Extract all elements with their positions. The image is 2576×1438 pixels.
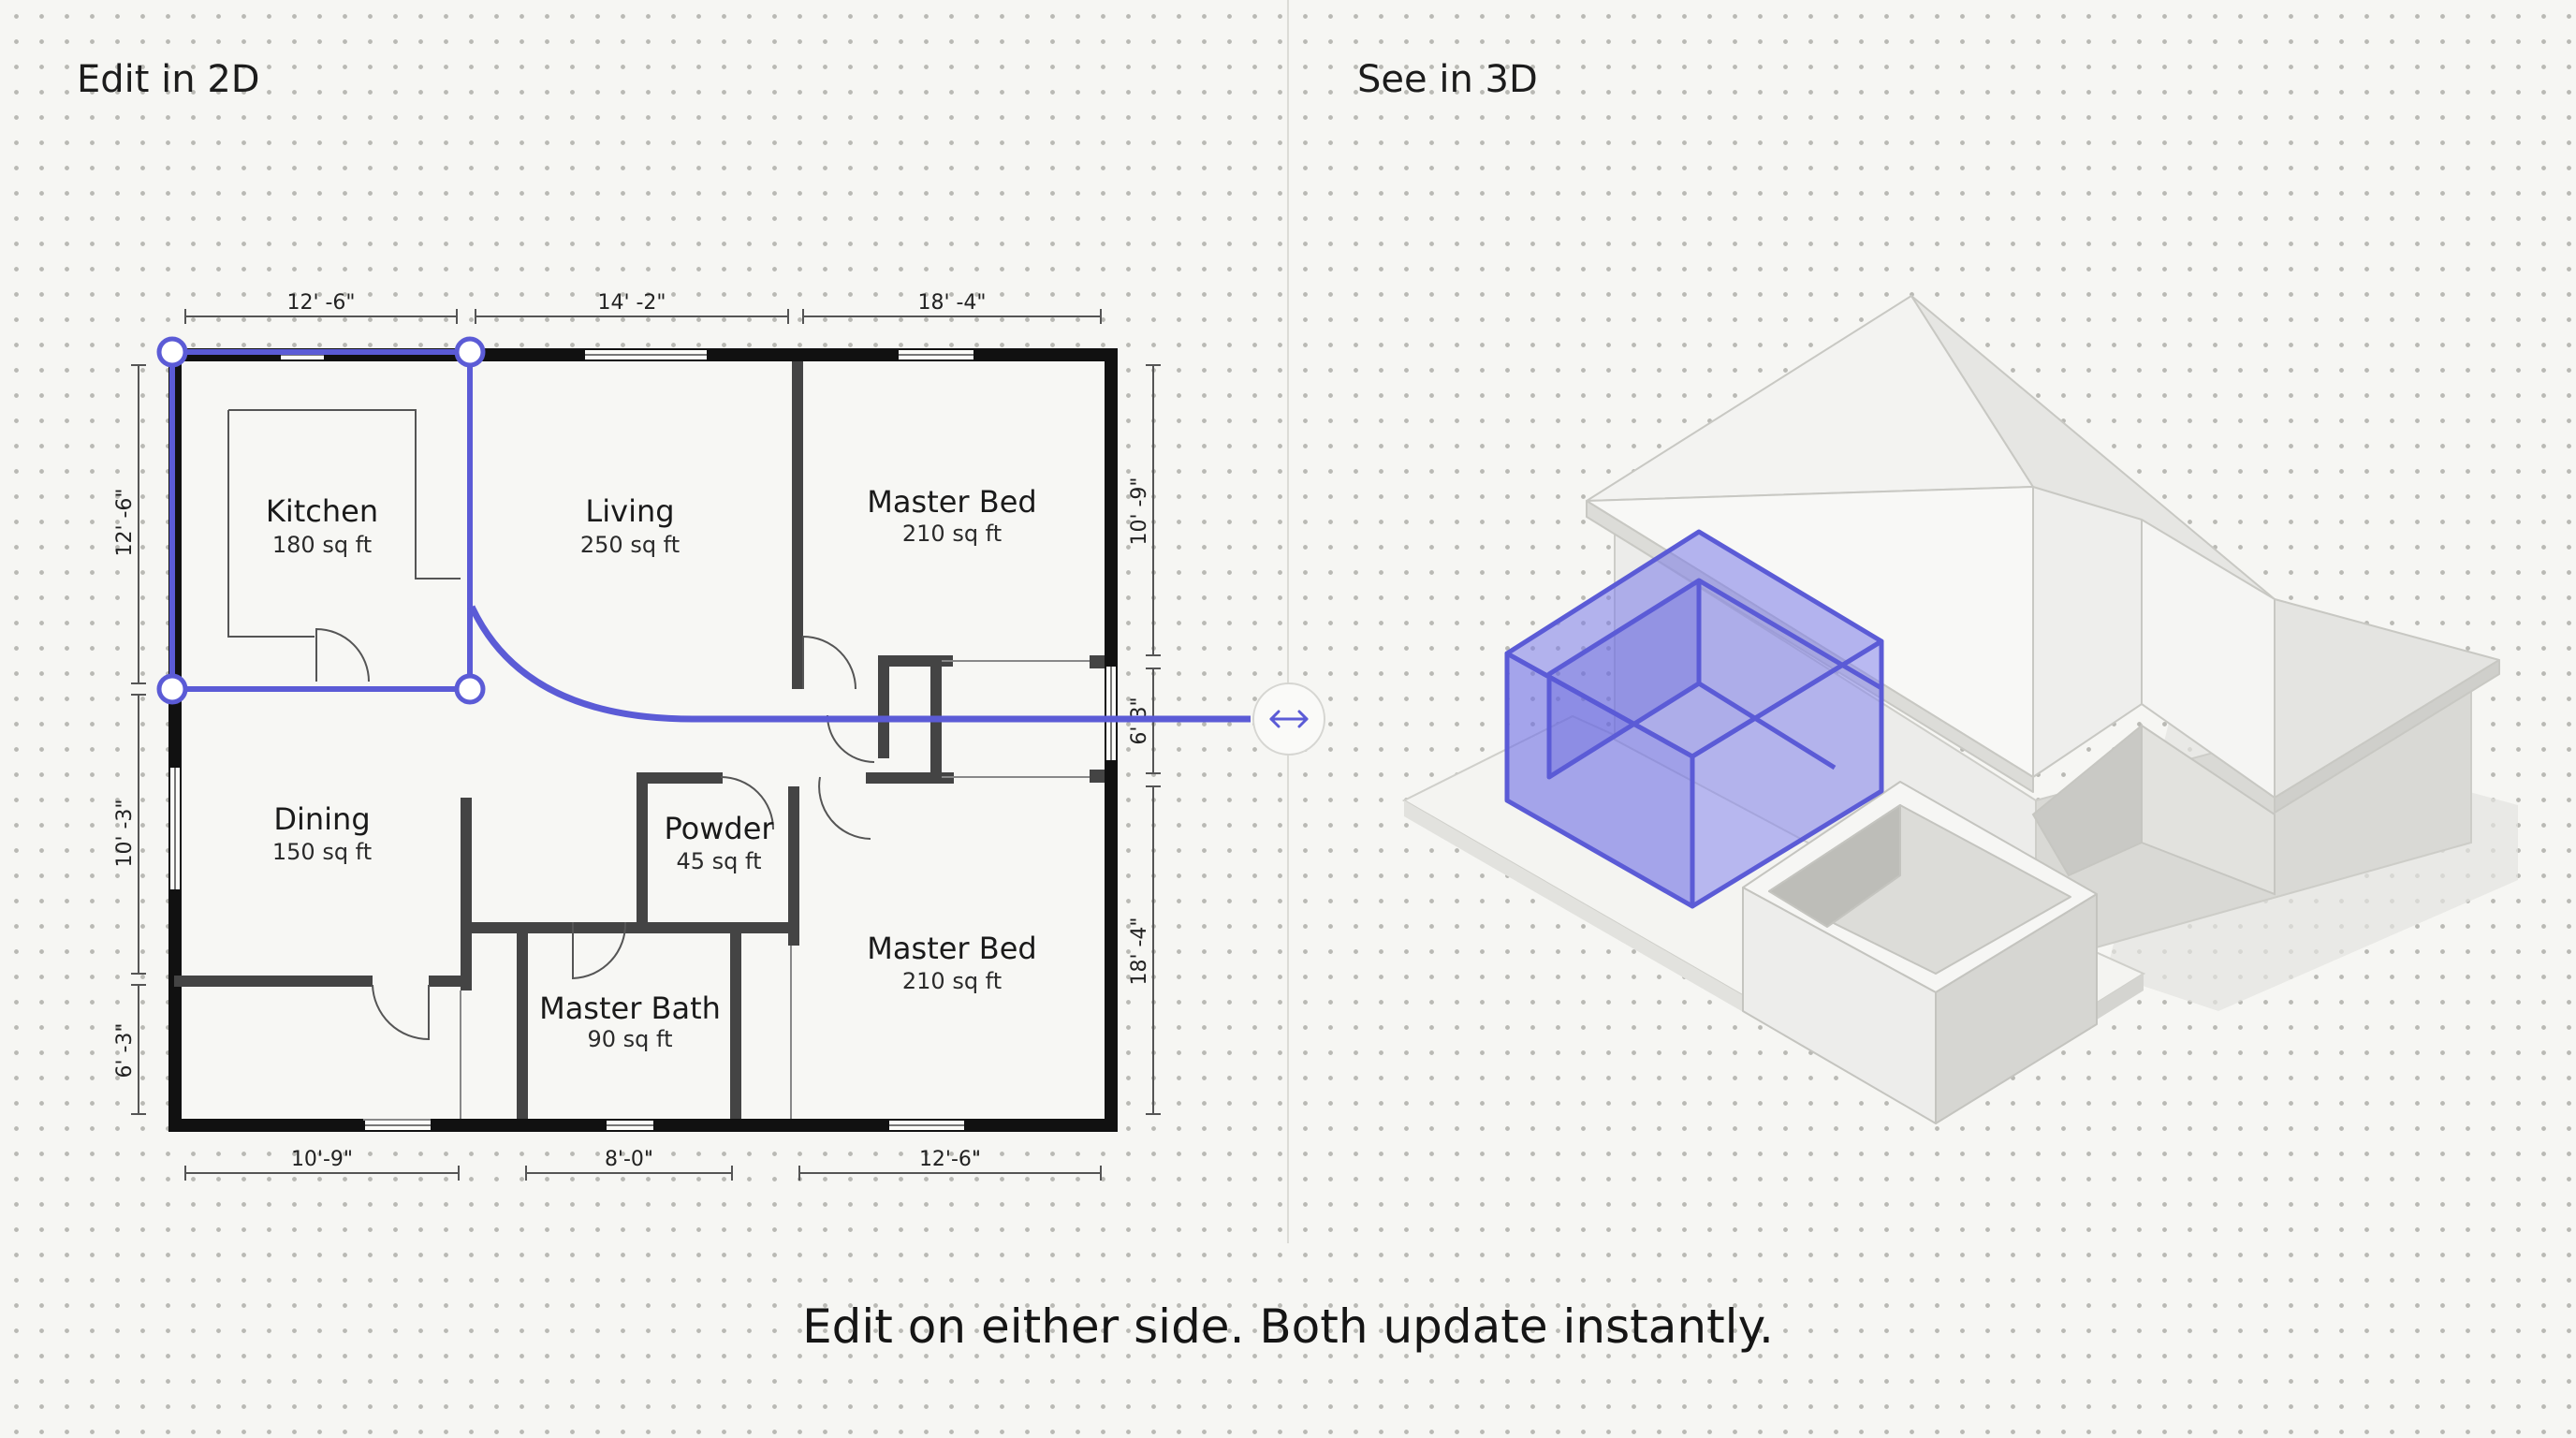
sync-connector <box>468 605 1509 723</box>
room-area: 180 sq ft <box>272 532 372 558</box>
sync-toggle-button[interactable] <box>1252 682 1325 756</box>
room-name: Master Bed <box>867 931 1036 966</box>
courtyard <box>2031 723 2276 896</box>
room-area: 210 sq ft <box>902 968 1002 994</box>
dimension-label: 14' -2" <box>597 291 666 315</box>
sliding-doors <box>363 660 1090 1121</box>
room-area: 150 sq ft <box>272 839 372 865</box>
panel-divider <box>1287 0 1289 1243</box>
house-model-3d[interactable] <box>1401 295 2518 1124</box>
selection-handle[interactable] <box>454 336 486 368</box>
room-name: Master Bath <box>539 990 721 1026</box>
room-name: Powder <box>664 811 774 846</box>
room-area: 90 sq ft <box>588 1026 673 1052</box>
double-arrow-icon <box>1269 710 1309 728</box>
room-name: Living <box>585 493 674 529</box>
room-name: Master Bed <box>867 484 1036 520</box>
dimension-lines <box>131 309 1161 1181</box>
dimension-label: 8'-0" <box>605 1148 653 1171</box>
side-room-box <box>1742 781 2098 1124</box>
caption-text: Edit on either side. Both update instant… <box>802 1299 1774 1354</box>
dimension-labels: 12' -6" 14' -2" 18' -4" 10'-9" 8'-0" 12'… <box>113 291 1151 1171</box>
kitchen-selection[interactable] <box>156 336 486 705</box>
selection-handle[interactable] <box>156 673 188 705</box>
see-3d-label: See in 3D <box>1357 58 1538 101</box>
room-area: 45 sq ft <box>677 848 762 874</box>
dimension-label: 18' -4" <box>1128 917 1151 985</box>
edit-2d-label: Edit in 2D <box>77 58 260 101</box>
selected-room-volume[interactable] <box>1504 529 1884 909</box>
dimension-label: 10'-9" <box>291 1148 353 1171</box>
room-area: 210 sq ft <box>902 521 1002 547</box>
room-name: Dining <box>273 801 370 837</box>
room-area: 250 sq ft <box>580 532 680 558</box>
selection-handle[interactable] <box>454 673 486 705</box>
dimension-label: 10' -9" <box>1128 477 1151 545</box>
dimension-label: 12' -6" <box>113 488 137 556</box>
door-swings <box>315 627 875 1041</box>
dimension-label: 18' -4" <box>917 291 986 315</box>
room-name: Kitchen <box>266 493 378 529</box>
dimension-label: 10' -3" <box>113 799 137 867</box>
floor-area <box>174 354 1116 1125</box>
floor-plan-2d[interactable]: Kitchen 180 sq ft Living 250 sq ft Maste… <box>113 291 1161 1181</box>
kitchen-counter <box>227 409 461 638</box>
dimension-label: 6' -3" <box>113 1022 137 1078</box>
room-labels: Kitchen 180 sq ft Living 250 sq ft Maste… <box>266 484 1037 1052</box>
dimension-label: 12' -6" <box>286 291 355 315</box>
selection-handle[interactable] <box>156 336 188 368</box>
dimension-label: 12'-6" <box>919 1148 981 1171</box>
